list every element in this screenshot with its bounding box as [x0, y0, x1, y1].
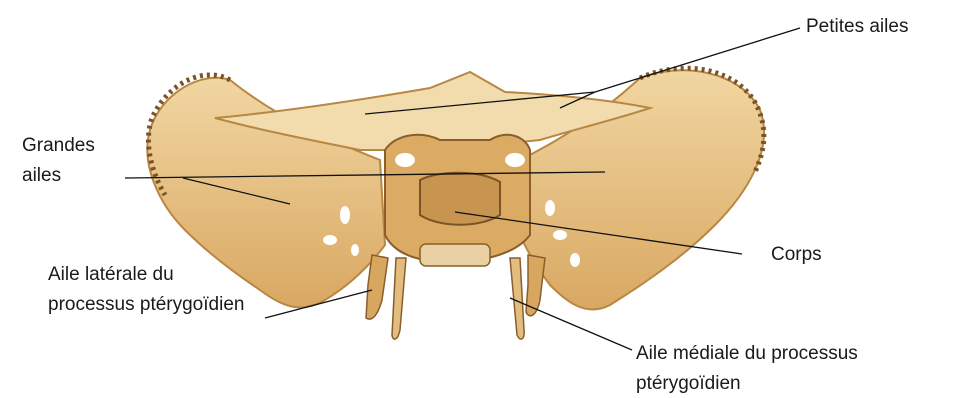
right-wing-foramen-2 [553, 230, 567, 240]
label-aile-mediale-line-1: Aile médiale du processus [636, 339, 858, 369]
left-wing-foramen-2 [323, 235, 337, 245]
label-grandes-ailes-line-1: Grandes [22, 131, 95, 161]
body-foramen-left [395, 153, 415, 167]
label-aile-laterale: Aile latérale du processus ptérygoïdien [48, 260, 244, 320]
left-wing-foramen-3 [351, 244, 359, 256]
body-foramen-right [505, 153, 525, 167]
left-medial-pterygoid-plate [392, 258, 406, 339]
right-wing-foramen-1 [545, 200, 555, 216]
label-grandes-ailes: Grandes ailes [22, 131, 95, 191]
label-aile-laterale-line-1: Aile latérale du [48, 260, 244, 290]
label-petites-ailes: Petites ailes [806, 12, 908, 42]
right-wing-foramen-3 [570, 253, 580, 267]
label-aile-mediale: Aile médiale du processus ptérygoïdien [636, 339, 858, 398]
label-aile-mediale-line-2: ptérygoïdien [636, 369, 858, 398]
leader-aile-mediale [510, 298, 632, 350]
left-wing-foramen-1 [340, 206, 350, 224]
label-aile-laterale-line-2: processus ptérygoïdien [48, 290, 244, 320]
body-base [420, 244, 490, 266]
label-corps: Corps [771, 240, 822, 270]
label-grandes-ailes-line-2: ailes [22, 161, 95, 191]
